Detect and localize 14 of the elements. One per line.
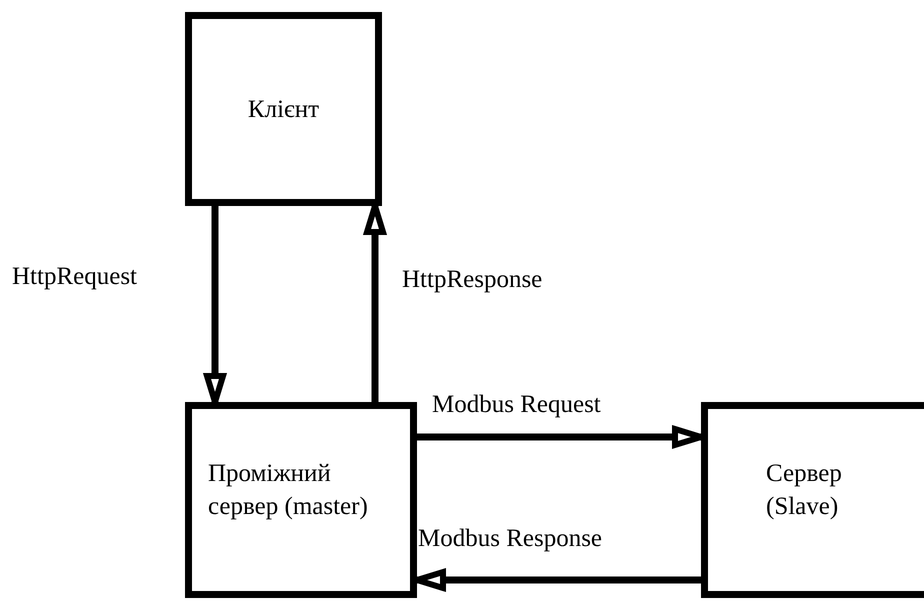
node-label: Сервер (Slave) [766,459,843,522]
edge-label: Modbus Request [432,390,601,420]
arrow [204,206,226,405]
arrow [414,569,701,591]
process-box [185,402,417,598]
edge-label: HttpRequest [12,262,137,292]
arrow [364,203,386,402]
process-box [185,12,382,206]
node-label: Проміжний сервер (master) [208,459,369,522]
arrow [417,426,704,448]
edge-label: HttpResponse [402,265,542,295]
process-box [701,402,924,598]
node-label: Клієнт [248,94,320,124]
edge-label: Modbus Response [418,524,602,554]
